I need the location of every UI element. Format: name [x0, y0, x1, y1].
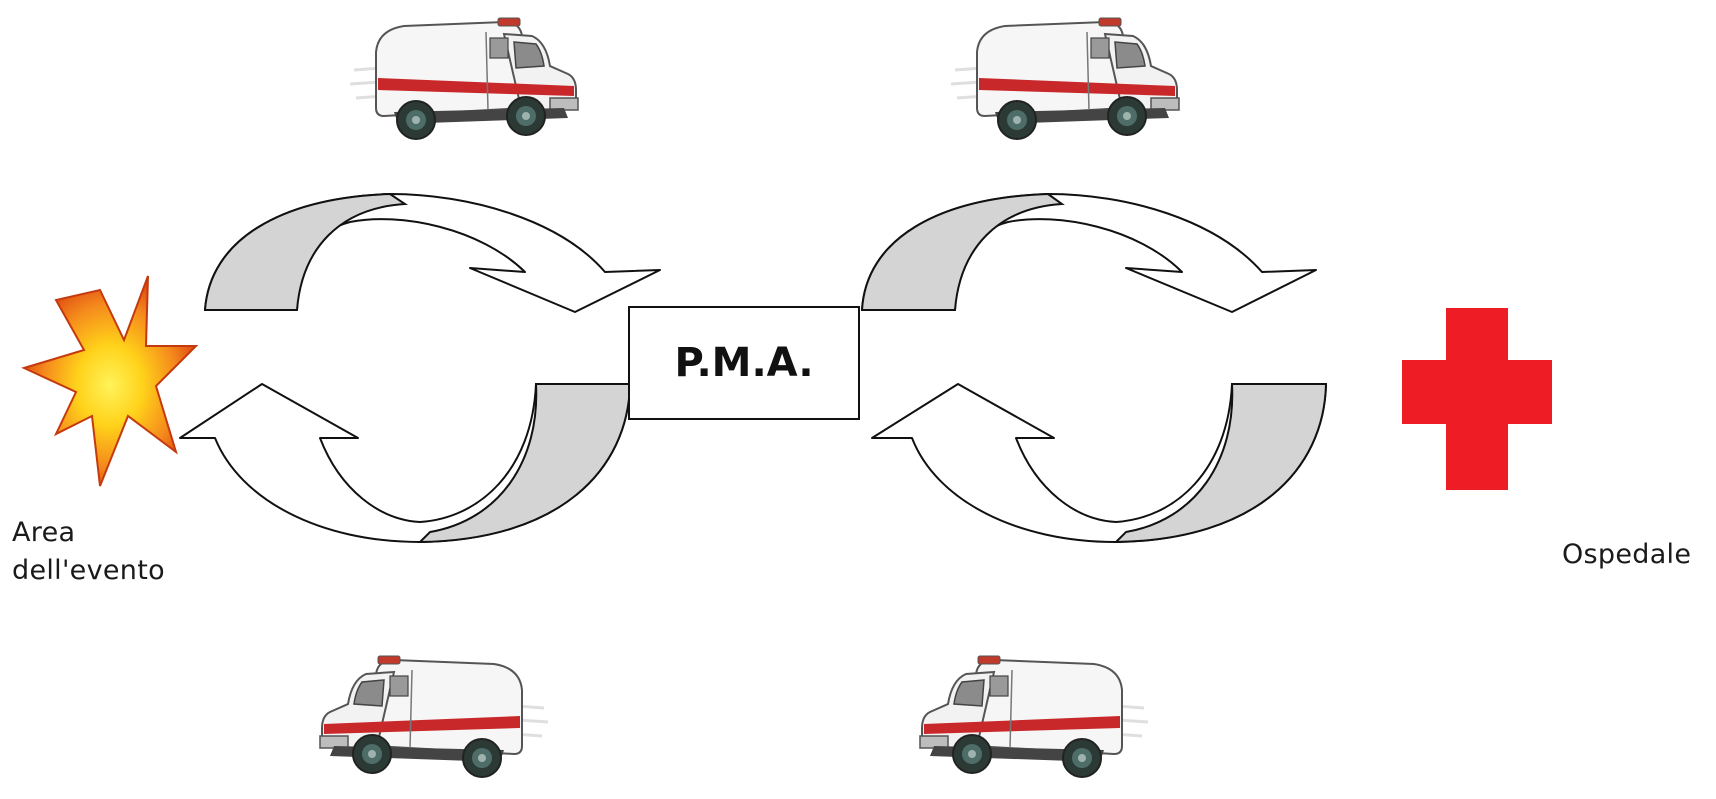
cycle-arrows-left [179, 192, 661, 544]
red-cross-icon [1402, 308, 1552, 490]
ambulance-icon [318, 654, 550, 779]
event-label-line1: Area [12, 517, 76, 548]
pma-label: P.M.A. [674, 340, 814, 386]
hospital-label: Ospedale [1562, 539, 1692, 570]
ambulance-icon [949, 16, 1181, 141]
ambulance-icon [918, 654, 1150, 779]
event-area-label: Area dell'evento [12, 514, 165, 590]
ambulance-icon [348, 16, 580, 141]
pma-box: P.M.A. [628, 306, 860, 420]
event-label-line2: dell'evento [12, 555, 165, 586]
cycle-arrows-right [860, 192, 1328, 544]
explosion-star-icon [21, 275, 199, 487]
